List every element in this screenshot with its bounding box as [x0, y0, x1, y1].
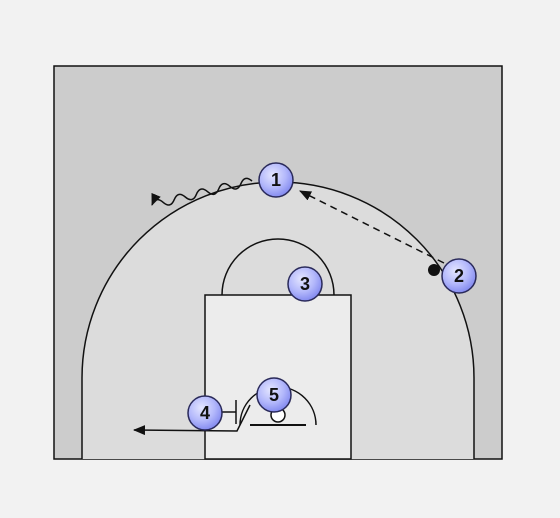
player-1: 1: [258, 162, 294, 198]
player-4: 4: [187, 395, 223, 431]
ball-marker: [428, 264, 440, 276]
player-3: 3: [287, 266, 323, 302]
dribble-arrow: [151, 177, 253, 206]
free-throw-circle: [221, 238, 335, 296]
player-1-label: 1: [271, 170, 281, 190]
player-4-label: 4: [200, 403, 210, 423]
pass-arrow: [299, 190, 445, 264]
player-2: 2: [441, 258, 477, 294]
cut-arrow: [133, 404, 251, 436]
player-2-label: 2: [454, 266, 464, 286]
paint: [204, 294, 352, 460]
player-3-label: 3: [300, 274, 310, 294]
player-5: 5: [256, 377, 292, 413]
player-5-label: 5: [269, 385, 279, 405]
